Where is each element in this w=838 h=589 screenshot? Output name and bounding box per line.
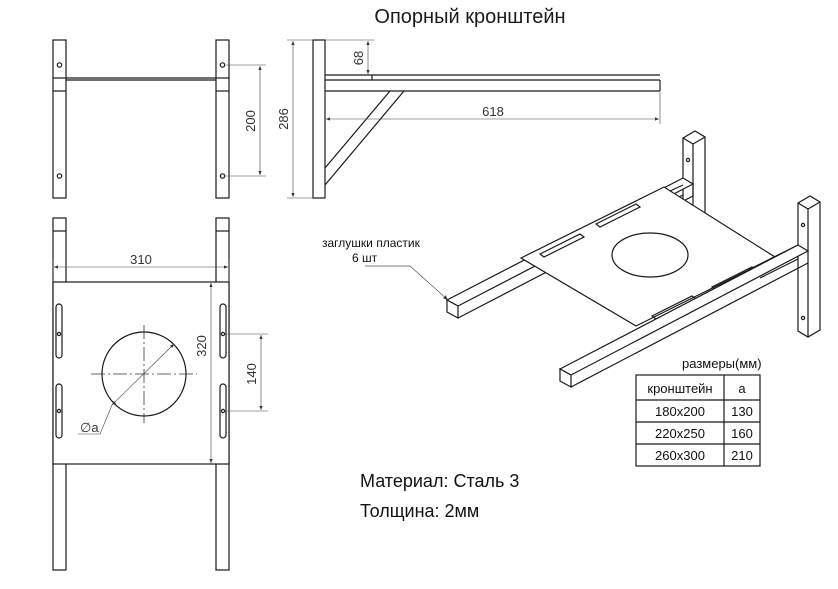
callout-plugs-count: 6 шт bbox=[352, 251, 378, 265]
sizes-table-cell: 210 bbox=[731, 448, 753, 463]
sizes-table-cell: 130 bbox=[731, 404, 753, 419]
dim-plate-width: 310 bbox=[130, 252, 152, 267]
callout-plugs-label: заглушки пластик bbox=[322, 236, 421, 250]
plan-view: ∅a 310 320 140 bbox=[52, 217, 268, 571]
drawing-title: Опорный кронштейн bbox=[374, 6, 565, 28]
thickness-note: Толщина: 2мм bbox=[360, 501, 479, 521]
sizes-table-cell: 180x200 bbox=[655, 404, 705, 419]
side-view: 68 286 618 bbox=[276, 39, 661, 199]
dim-plate-height: 320 bbox=[194, 335, 209, 357]
material-note: Материал: Сталь 3 bbox=[360, 471, 519, 491]
isometric-view: заглушки пластик 6 шт bbox=[322, 130, 821, 389]
front-view-top: 200 bbox=[52, 39, 266, 199]
dim-bracket-height: 286 bbox=[276, 108, 291, 130]
sizes-table-caption: размеры(мм) bbox=[682, 356, 762, 371]
dim-flange-height: 68 bbox=[351, 51, 366, 65]
sizes-table-header-bracket: кронштейн bbox=[647, 381, 712, 396]
dim-arm-length: 618 bbox=[482, 104, 504, 119]
sizes-table-cell: 160 bbox=[731, 426, 753, 441]
sizes-table-cell: 220x250 bbox=[655, 426, 705, 441]
sizes-table-cell: 260x300 bbox=[655, 448, 705, 463]
dim-slot-spacing: 140 bbox=[244, 363, 259, 385]
sizes-table: размеры(мм) кронштейн а 180x200 130 220x… bbox=[635, 356, 762, 467]
dim-hole-diameter: ∅a bbox=[80, 420, 99, 435]
sizes-table-header-a: а bbox=[738, 381, 746, 396]
dim-hole-spacing: 200 bbox=[243, 110, 258, 132]
